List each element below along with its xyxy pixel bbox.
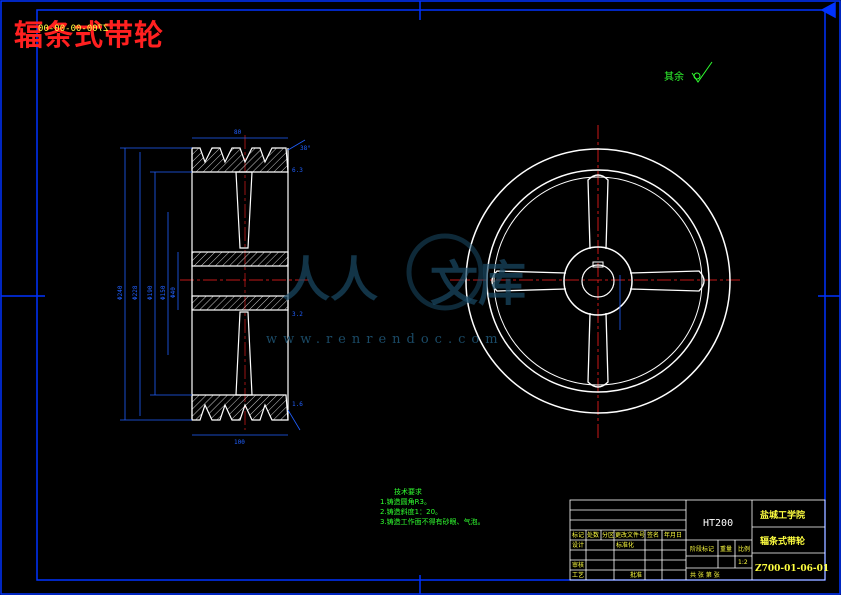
tb-design: 设计 [572,541,584,549]
dim-ra1: 6.3 [292,167,303,174]
technical-requirements: 技术要求 1.铸造圆角R3。 2.铸造斜度1：20。 3.铸造工作面不得有砂眼、… [380,487,485,527]
bore [581,264,615,298]
dim-d2: Φ228 [132,285,139,300]
hub-outer [563,246,633,316]
section-view: Φ240 Φ228 Φ190 Φ150 Φ40 80 100 38° 6.3 3… [117,129,311,446]
tech-req-item: 1.铸造圆角R3。 [380,498,431,506]
hub-top [191,251,289,267]
watermark-url: www.renrendoc.com [266,332,504,347]
surface-finish-symbol [691,61,713,83]
drawing-title: 辐条式带轮 [14,18,165,52]
watermark-left: 人人 [282,252,378,308]
tb-school: 盐城工学院 [760,509,805,521]
tb-ratio: 比例 [738,545,750,553]
dim-bore: Φ40 [170,287,177,298]
tb-date: 年月日 [664,531,682,539]
title-block [569,499,826,581]
tb-sheets: 共 张 第 张 [690,571,720,579]
dim-d3: Φ190 [147,285,154,300]
tb-process: 工艺 [572,571,584,579]
tb-weight: 重量 [720,545,732,553]
inner-frame [36,9,826,581]
tb-mark: 标记 [572,531,584,539]
rim-bottom [191,394,289,421]
finish-note: 其余 [664,72,684,83]
tb-approve: 批准 [630,571,642,579]
watermark-logo [406,233,484,311]
keyway [592,261,604,268]
outer-rim [465,148,731,414]
front-view [450,125,740,440]
hub-bottom [191,295,289,311]
tb-standardize: 标准化 [616,541,634,549]
rim-top [191,147,289,173]
dim-d4: Φ150 [160,285,167,300]
dim-ra2: 3.2 [292,311,303,318]
tb-zone: 分区 [602,531,614,539]
tech-req-item: 2.铸造斜度1：20。 [380,508,443,516]
tb-review: 审核 [572,561,584,569]
tb-change-doc: 更改文件号 [615,531,645,539]
dim-d1: Φ240 [117,285,124,300]
tb-count: 处数 [587,531,599,539]
mirrored-code: Z700-00-00-00 [38,24,109,34]
tb-stage-mark: 阶段标记 [690,545,714,553]
tb-part-name: 辐条式带轮 [760,535,805,547]
tb-material: HT200 [703,518,733,529]
tech-req-title: 技术要求 [394,488,422,496]
tech-req-item: 3.铸造工作面不得有砂眼、气泡。 [380,518,485,526]
dim-width: 80 [234,129,242,136]
dim-hub-len: 100 [234,439,245,446]
tb-drawing-no: Z700-01-06-01 [755,564,829,574]
watermark-right: 文库 [430,256,526,312]
dim-groove: 38° [300,145,311,152]
dim-ra3: 1.6 [292,401,303,408]
tb-scale: 1:2 [738,559,748,566]
tb-signature: 签名 [647,531,659,539]
